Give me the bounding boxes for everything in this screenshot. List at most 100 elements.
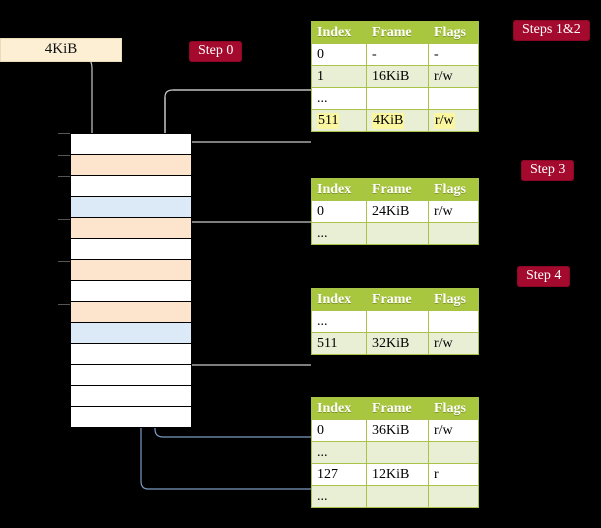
column-header-index: Index — [311, 397, 367, 420]
memory-tick — [58, 304, 71, 305]
table-row: ... — [311, 310, 479, 333]
memory-tick — [58, 176, 71, 177]
table-cell — [428, 310, 479, 333]
table-row: 511 4KiB r/w — [311, 109, 479, 132]
table-cell: 0 — [311, 200, 367, 223]
memory-row — [71, 260, 191, 281]
size-label-text: 4KiB — [44, 41, 78, 57]
table-row: 0-- — [311, 43, 479, 66]
table-cell: r/w — [428, 419, 479, 442]
wire-l2-to-mem — [176, 314, 311, 366]
memory-row — [71, 197, 191, 218]
highlighted-value: 511 — [317, 112, 340, 129]
memory-row — [71, 176, 191, 197]
memory-row — [71, 344, 191, 365]
table-cell: 0 — [311, 419, 367, 442]
table-cell: r/w — [428, 109, 479, 132]
memory-row — [71, 134, 191, 155]
memory-tick — [58, 155, 71, 156]
table-cell: 511 — [311, 332, 367, 355]
wire-l3-to-mem — [181, 221, 311, 257]
highlighted-value: r/w — [434, 112, 455, 129]
table-cell: 16KiB — [366, 65, 429, 88]
table-cell — [366, 441, 429, 464]
table-cell: ... — [311, 485, 367, 508]
memory-row — [71, 386, 191, 407]
memory-row — [71, 365, 191, 386]
highlighted-value: 4KiB — [372, 112, 405, 129]
table-cell: 127 — [311, 463, 367, 486]
column-header-flags: Flags — [428, 21, 479, 44]
memory-row — [71, 323, 191, 344]
memory-row — [71, 218, 191, 239]
table-cell: ... — [311, 310, 367, 333]
table-row: ... — [311, 222, 479, 245]
table-cell — [428, 87, 479, 110]
column-header-frame: Frame — [366, 397, 429, 420]
table-cell — [366, 310, 429, 333]
memory-row — [71, 155, 191, 176]
table-cell — [366, 485, 429, 508]
table-cell: ... — [311, 222, 367, 245]
column-header-flags: Flags — [428, 397, 479, 420]
table-cell: 511 — [311, 109, 367, 132]
table-cell: - — [366, 43, 429, 66]
table-cell — [428, 485, 479, 508]
badge-step-0: Step 0 — [189, 41, 243, 62]
table-cell: r/w — [428, 200, 479, 223]
memory-row — [71, 281, 191, 302]
table-cell: r — [428, 463, 479, 486]
table-cell: r/w — [428, 332, 479, 355]
memory-tick — [58, 219, 71, 220]
table-cell: 4KiB — [366, 109, 429, 132]
memory-row — [71, 239, 191, 260]
column-header-frame: Frame — [366, 178, 429, 201]
column-header-index: Index — [311, 21, 367, 44]
column-header-frame: Frame — [366, 288, 429, 311]
table-cell: ... — [311, 441, 367, 464]
table-row: ... — [311, 87, 479, 110]
memory-column — [70, 133, 192, 428]
size-label-box: 4KiB — [0, 38, 122, 62]
table-cell — [428, 222, 479, 245]
column-header-flags: Flags — [428, 178, 479, 201]
table-cell — [366, 222, 429, 245]
table-cell: 36KiB — [366, 419, 429, 442]
badge-step-4: Step 4 — [517, 266, 571, 287]
table-cell: 32KiB — [366, 332, 429, 355]
table-cell: 0 — [311, 43, 367, 66]
table-cell: - — [428, 43, 479, 66]
table-cell — [428, 441, 479, 464]
table-row: ... — [311, 441, 479, 464]
table-cell: ... — [311, 87, 367, 110]
table-cell: 24KiB — [366, 200, 429, 223]
column-header-index: Index — [311, 178, 367, 201]
column-header-flags: Flags — [428, 288, 479, 311]
table-cell: r/w — [428, 65, 479, 88]
column-header-index: Index — [311, 288, 367, 311]
column-header-frame: Frame — [366, 21, 429, 44]
table-cell — [366, 87, 429, 110]
badge-step-3: Step 3 — [521, 160, 575, 181]
table-row: ... — [311, 485, 479, 508]
memory-row — [71, 302, 191, 323]
table-cell: 12KiB — [366, 463, 429, 486]
memory-row — [71, 407, 191, 428]
table-cell: 1 — [311, 65, 367, 88]
memory-tick — [58, 261, 71, 262]
badge-steps-1-2: Steps 1&2 — [513, 20, 590, 41]
